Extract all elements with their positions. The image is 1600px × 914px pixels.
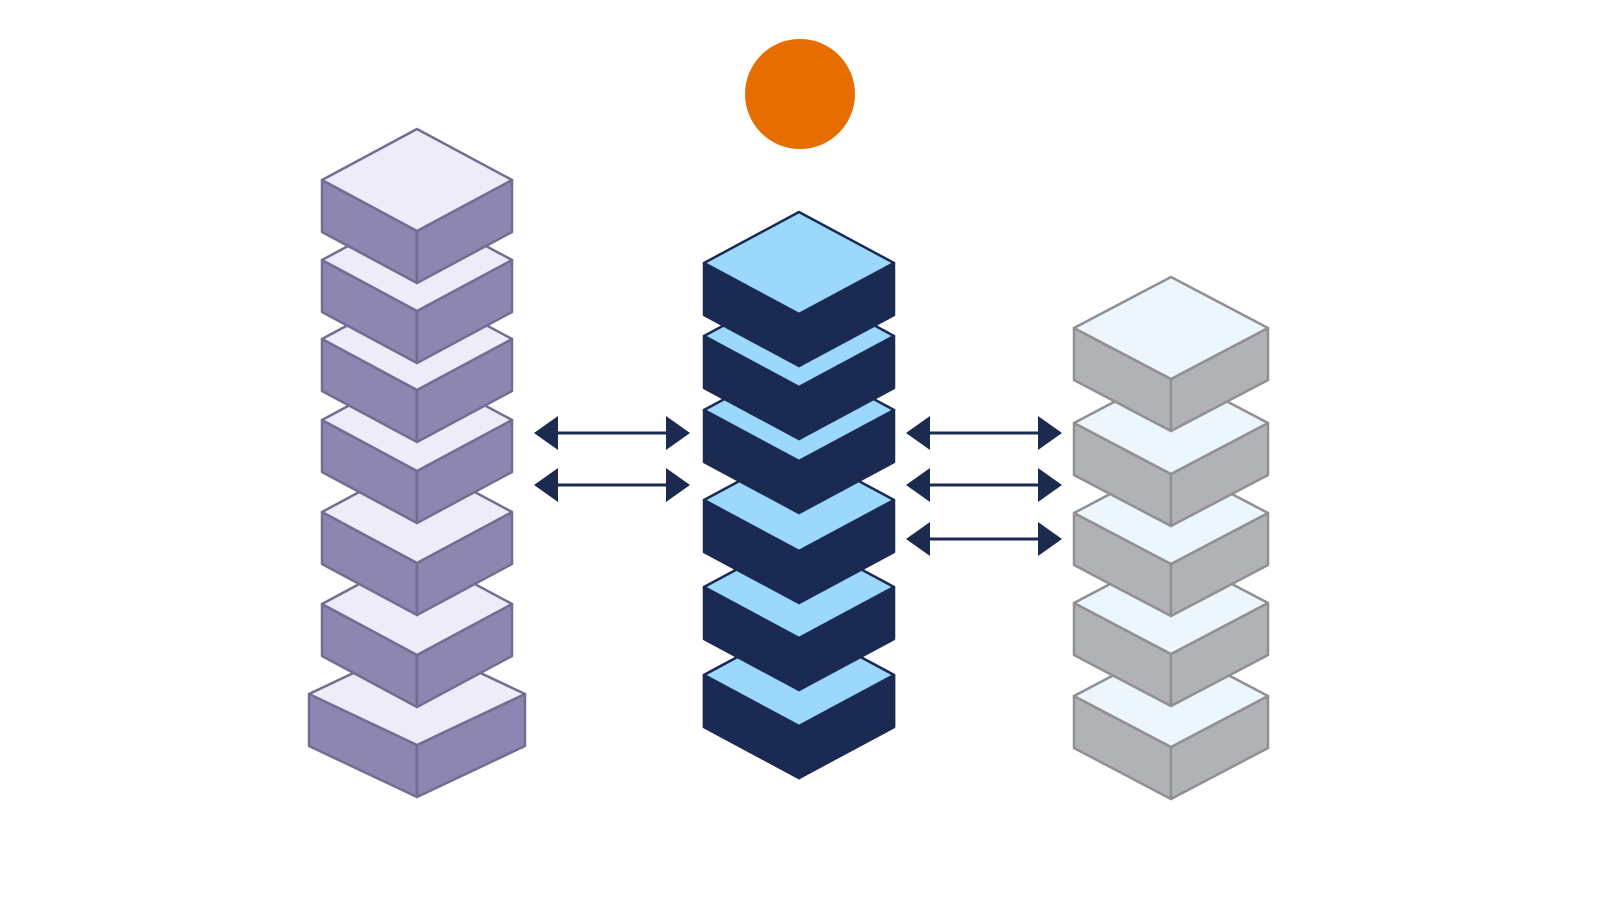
right-stack [1072,275,1270,801]
center-right-connector [906,416,1062,556]
center-stack-layer-1 [702,210,896,368]
double-arrow-1 [534,416,690,450]
left-center-connector [534,416,690,502]
right-stack-layer-1 [1072,275,1270,433]
status-dot [745,39,855,149]
double-arrow-2 [906,468,1062,502]
double-arrow-1 [906,416,1062,450]
double-arrow-3 [906,522,1062,556]
double-arrow-2 [534,468,690,502]
center-stack [702,210,896,780]
left-stack-layer-1 [320,127,514,285]
left-stack [307,127,527,799]
